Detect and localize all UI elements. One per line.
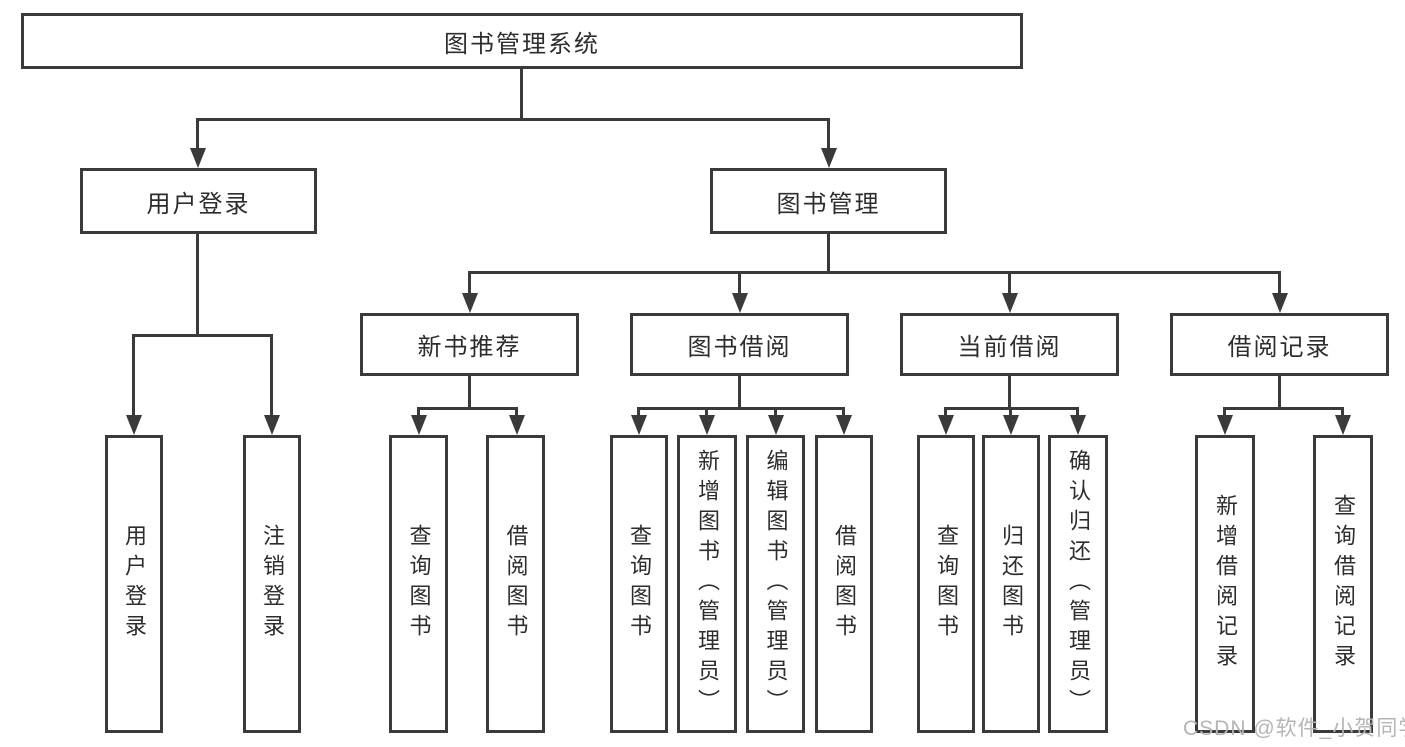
leaf-query-books-recommend-label: 查询图书 [406,524,432,644]
connector-line [1223,407,1226,420]
node-current-borrow: 当前借阅 [900,313,1119,376]
arrowhead-icon [821,148,837,168]
leaf-borrow-books-recommend: 借阅图书 [486,435,545,733]
leaf-user-login: 用户登录 [105,435,163,733]
leaf-logout-label: 注销登录 [260,524,285,644]
connector-line [637,407,844,410]
arrowhead-icon [126,415,142,435]
connector-line [196,118,199,152]
node-book-borrow-label: 图书借阅 [687,334,792,361]
connector-line [520,67,523,120]
leaf-query-books-recommend: 查询图书 [389,435,448,733]
arrowhead-icon [1003,415,1019,435]
leaf-add-book-admin: 新增图书（管理员） [677,435,737,733]
node-book-management: 图书管理 [710,168,947,234]
connector-line [1278,376,1281,409]
arrowhead-icon [938,415,954,435]
leaf-query-books-current-label: 查询图书 [934,524,959,644]
connector-line [1008,376,1011,409]
connector-line [774,407,777,420]
leaf-confirm-return-admin-label: 确认归还（管理员） [1066,449,1091,719]
connector-line [705,407,708,420]
node-book-management-label: 图书管理 [776,190,881,218]
connector-line [417,407,420,420]
connector-line [1076,407,1079,420]
node-book-borrow: 图书借阅 [630,313,849,376]
leaf-query-books-borrow: 查询图书 [610,435,668,733]
node-user-login: 用户登录 [80,168,317,234]
leaf-query-books-borrow-label: 查询图书 [627,524,652,644]
arrowhead-icon [264,415,280,435]
connector-line [270,334,273,418]
connector-line [1008,271,1011,298]
leaf-add-book-admin-label: 新增图书（管理员） [695,449,720,719]
connector-line [1341,407,1344,420]
arrowhead-icon [190,148,206,168]
arrowhead-icon [631,415,647,435]
arrowhead-icon [699,415,715,435]
node-current-borrow-label: 当前借阅 [957,334,1062,361]
connector-line [1223,407,1344,410]
arrowhead-icon [836,415,852,435]
connector-line [637,407,640,420]
node-library-system-label: 图书管理系统 [444,30,600,58]
connector-line [417,407,518,410]
arrowhead-icon [462,293,478,313]
connector-line [738,271,741,298]
arrowhead-icon [1070,415,1086,435]
connector-line [1009,407,1012,420]
node-new-book-recommend: 新书推荐 [360,313,579,376]
connector-line [1278,271,1281,298]
connector-line [132,334,135,418]
arrowhead-icon [1335,415,1351,435]
leaf-logout: 注销登录 [243,435,301,733]
connector-line [827,118,830,152]
arrowhead-icon [411,415,427,435]
node-borrow-records-label: 借阅记录 [1227,334,1332,361]
leaf-edit-book-admin-label: 编辑图书（管理员） [763,449,789,719]
node-user-login-label: 用户登录 [146,190,251,218]
connector-line [738,376,741,409]
leaf-query-borrow-record-label: 查询借阅记录 [1331,494,1356,674]
leaf-confirm-return-admin: 确认归还（管理员） [1048,435,1108,733]
node-library-system: 图书管理系统 [21,13,1023,69]
connector-line [827,234,830,274]
connector-line [468,271,471,298]
leaf-borrow-books-borrow-label: 借阅图书 [832,524,857,644]
arrowhead-icon [509,415,525,435]
leaf-add-borrow-record: 新增借阅记录 [1195,435,1255,733]
leaf-return-book: 归还图书 [982,435,1040,733]
arrowhead-icon [1272,293,1288,313]
connector-line [515,407,518,420]
connector-line [196,118,830,121]
connector-line [468,376,471,409]
leaf-borrow-books-recommend-label: 借阅图书 [503,524,529,644]
leaf-edit-book-admin: 编辑图书（管理员） [746,435,805,733]
node-new-book-recommend-label: 新书推荐 [417,334,522,361]
arrowhead-icon [1217,415,1233,435]
connector-line [196,234,199,337]
connector-line [944,407,947,420]
node-borrow-records: 借阅记录 [1170,313,1389,376]
arrowhead-icon [732,293,748,313]
connector-line [132,334,273,337]
leaf-add-borrow-record-label: 新增借阅记录 [1213,494,1238,674]
connector-line [842,407,845,420]
connector-line [468,271,1281,274]
leaf-query-books-current: 查询图书 [917,435,975,733]
leaf-return-book-label: 归还图书 [999,524,1024,644]
csdn-watermark: CSDN @软件_小贺同学 [1183,717,1405,740]
leaf-borrow-books-borrow: 借阅图书 [815,435,873,733]
arrowhead-icon [1002,293,1018,313]
leaf-query-borrow-record: 查询借阅记录 [1313,435,1373,733]
arrowhead-icon [768,415,784,435]
leaf-user-login-label: 用户登录 [122,524,147,644]
